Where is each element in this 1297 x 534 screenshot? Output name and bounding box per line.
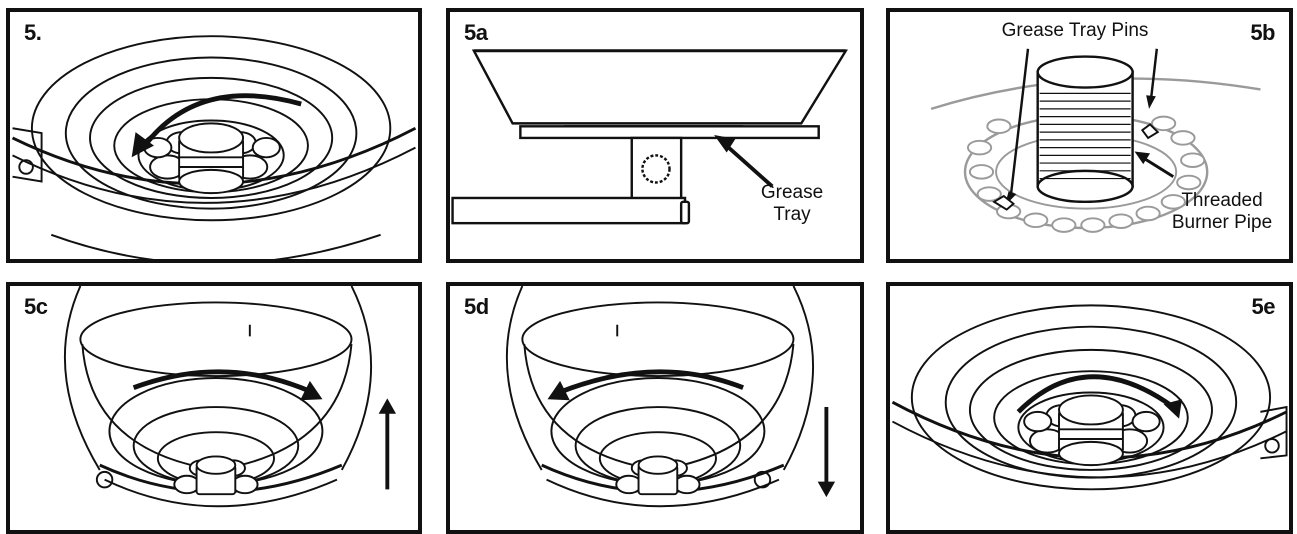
callout-line-2: Tray	[773, 204, 811, 225]
grease-tray-callout: Grease Tray	[742, 182, 842, 226]
threaded-burner-pipe-callout: Threaded Burner Pipe	[1152, 190, 1289, 234]
grill-bowl-tilted-illustration	[505, 286, 836, 508]
grill-bowl-tilted-illustration	[63, 286, 397, 508]
panel-step-5: 5.	[6, 8, 422, 263]
step-label: 5e	[1251, 294, 1276, 319]
step-label: 5b	[1250, 20, 1275, 45]
panel-step-5e: 5e	[886, 282, 1293, 534]
burner-pipe-top-view	[930, 48, 1261, 233]
grill-bowl-illustration	[11, 35, 417, 259]
step-label: 5d	[464, 294, 489, 319]
step-label: 5c	[24, 294, 48, 319]
panel-step-5a: 5a Grease Tray	[446, 8, 864, 263]
callout-line-1: Grease	[760, 182, 824, 203]
panel-step-5d: 5d	[446, 282, 864, 534]
grease-tray-side-view	[451, 49, 848, 225]
panel-step-5c: 5c	[6, 282, 422, 534]
grill-bowl-illustration	[891, 304, 1288, 491]
callout-line-2: Burner Pipe	[1171, 212, 1273, 233]
step-label: 5a	[464, 20, 488, 45]
panel-step-5b: 5b Grease Tray Pins Threaded Burner Pipe	[886, 8, 1293, 263]
step-label: 5.	[24, 20, 42, 45]
grease-tray-pins-callout: Grease Tray Pins	[1001, 20, 1149, 41]
callout-line-1: Threaded	[1181, 190, 1263, 211]
